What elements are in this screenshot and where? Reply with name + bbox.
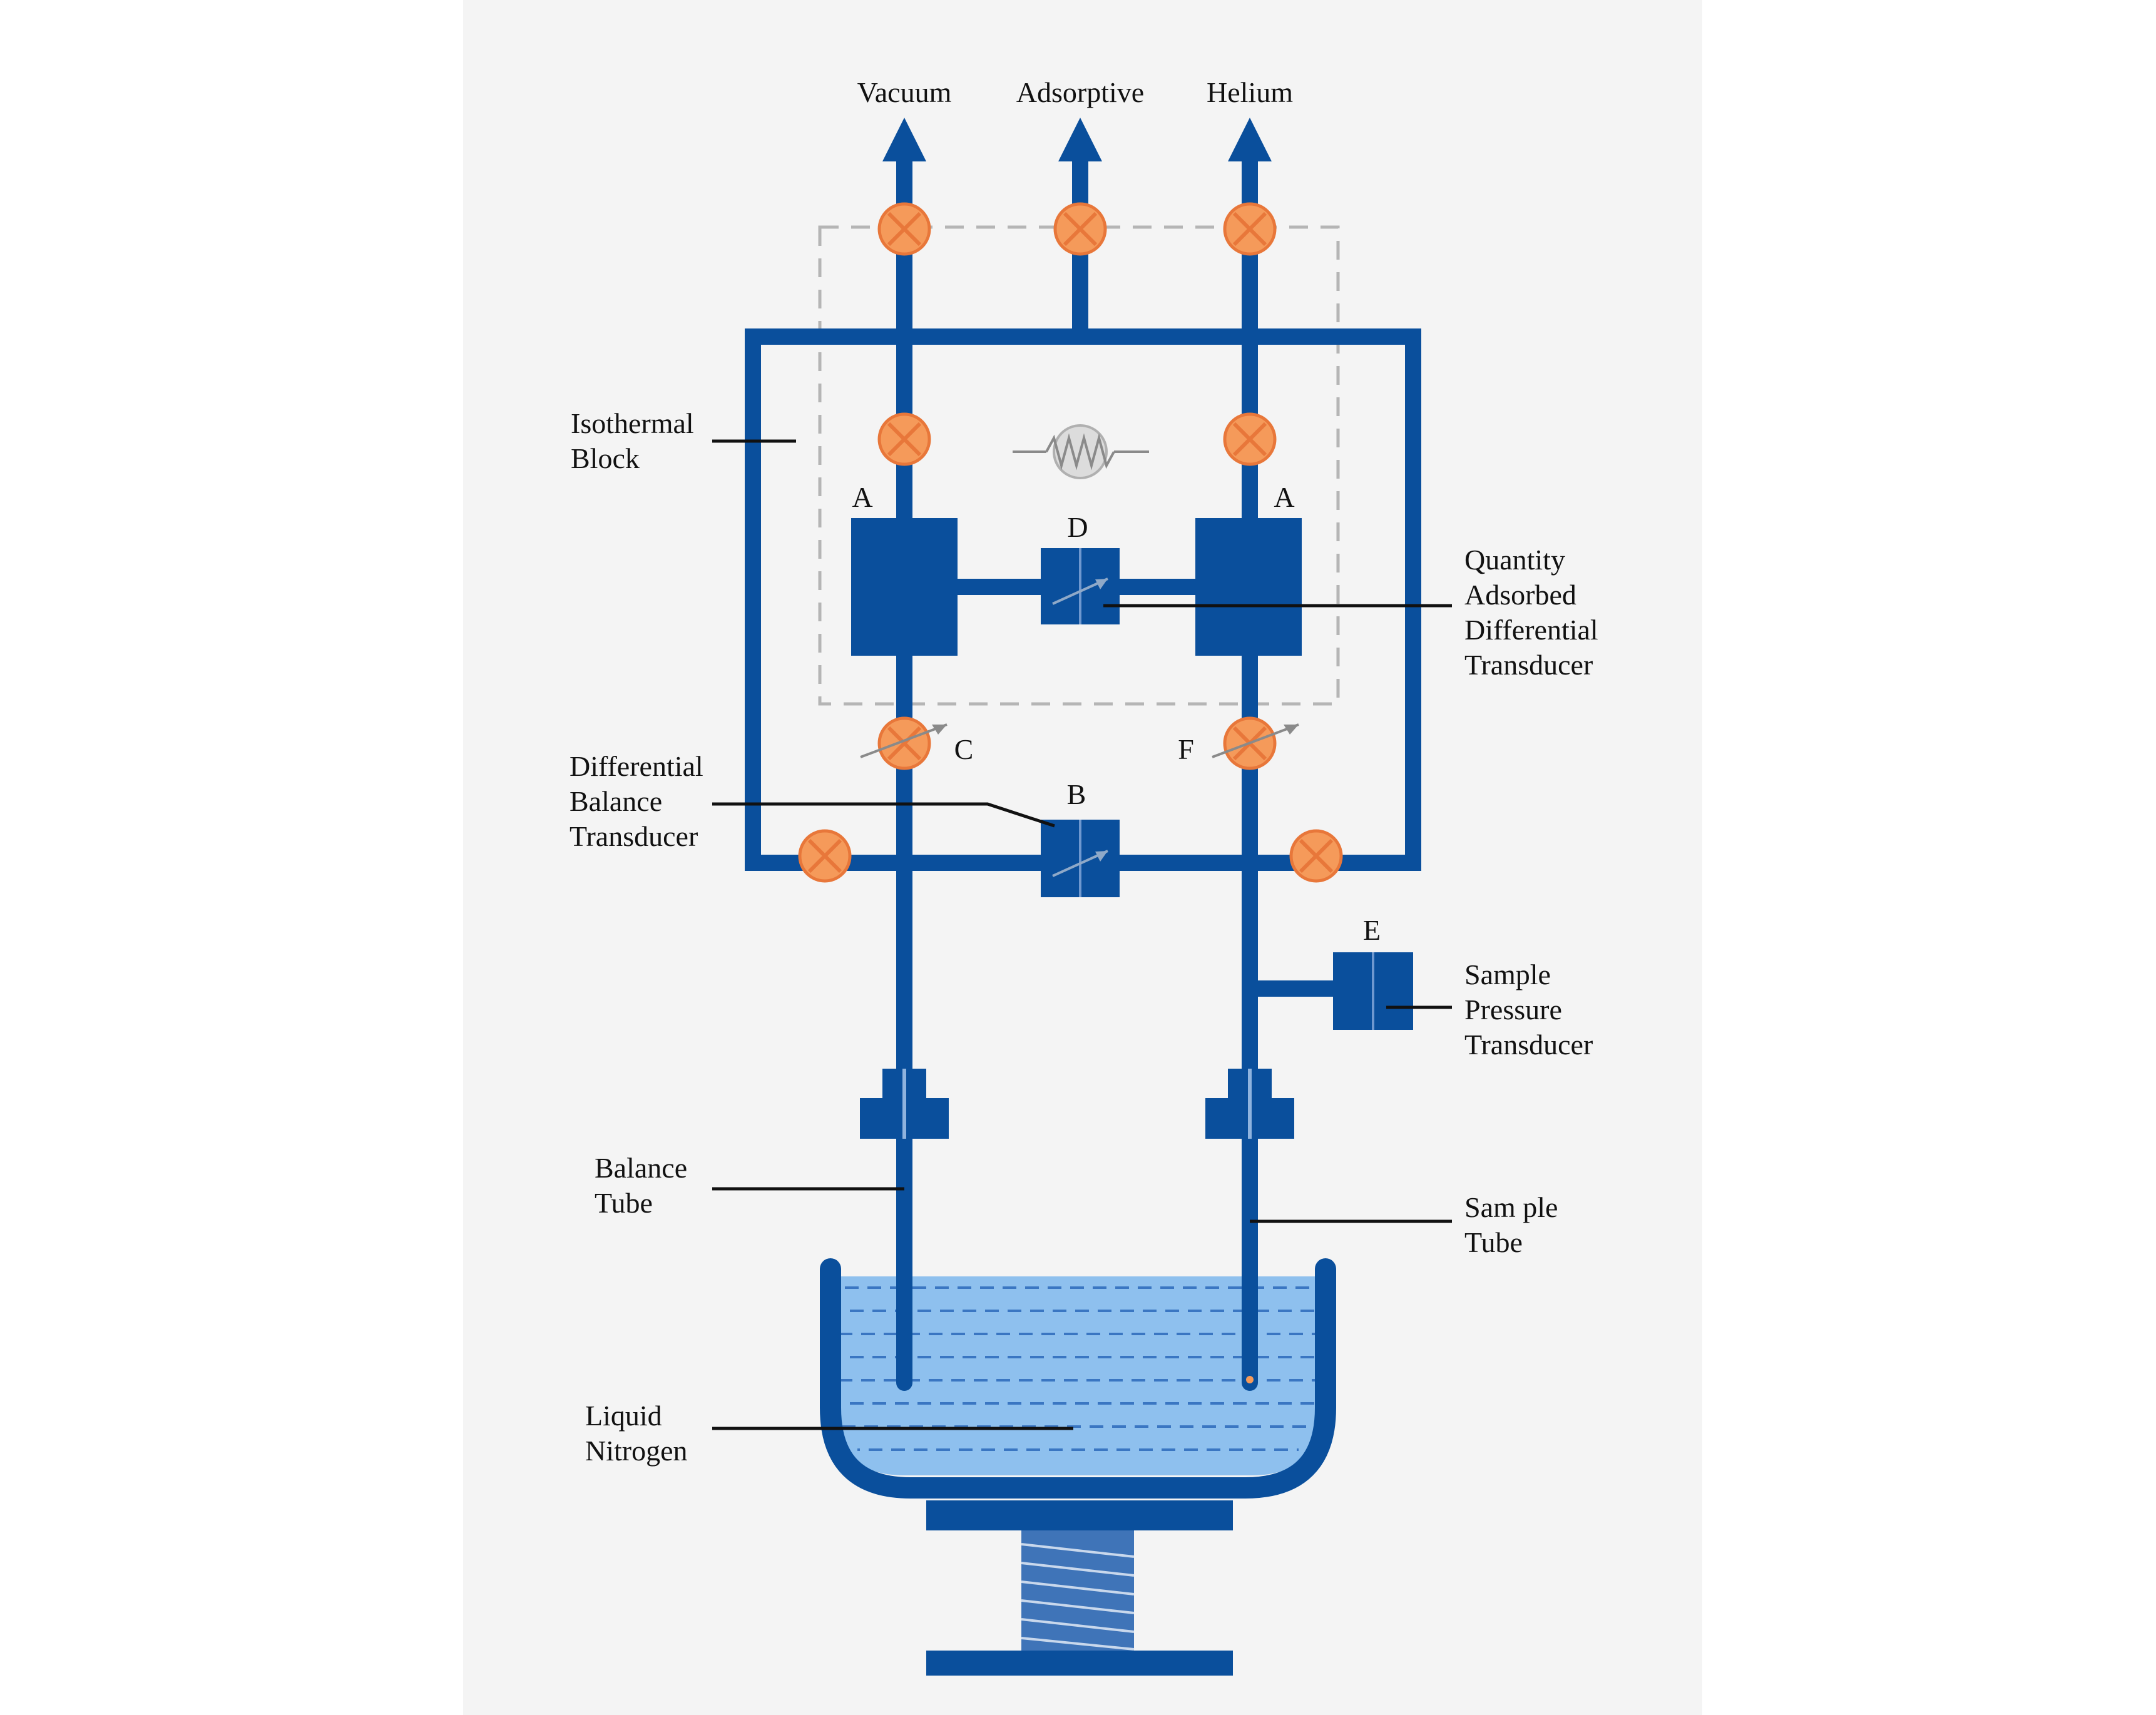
sample-tube-line-2: Tube [1464,1226,1523,1258]
valves [798,202,1343,883]
liquid-dashes [839,1286,1317,1451]
isothermal-block-line-1: Isothermal [571,407,694,439]
differential-balance-line-2: Balance [570,785,662,817]
balance-tube-line-1: Balance [595,1152,687,1184]
sample-pressure-label: Sample Pressure Transducer [1464,959,1593,1061]
heater-icon [1013,424,1149,479]
helium-label: Helium [1207,76,1293,108]
balance-tube-label: Balance Tube [595,1152,695,1219]
adjustable-valve-icon [1212,716,1299,770]
sample-pressure-line-3: Transducer [1464,1029,1593,1061]
lab-jack-stand [926,1500,1233,1676]
left-reservoir-letter: A [852,481,872,513]
valve-icon [1289,829,1343,883]
right-metering-valve-letter: F [1178,733,1194,765]
pressure-transducer-letter: E [1363,914,1381,946]
valve-icon [1223,202,1277,256]
valve-icon [1053,202,1107,256]
valve-icon [877,202,931,256]
balance-transducer-leader [712,802,1055,828]
pressure-transducer-icon [1333,952,1413,1030]
liquid-nitrogen-line-1: Liquid [585,1400,662,1432]
adsorptive-arrow-icon [1058,118,1102,161]
left-metering-valve-letter: C [954,733,974,765]
outlet-arrows [882,118,1272,161]
sample-marker [1246,1376,1254,1383]
quantity-adsorbed-line-4: Transducer [1464,649,1593,681]
vacuum-arrow-icon [882,118,926,161]
sample-tube-label: Sam ple Tube [1464,1191,1565,1258]
sample-pressure-line-2: Pressure [1464,994,1562,1025]
liquid-nitrogen-label: Liquid Nitrogen [585,1400,688,1467]
quantity-adsorbed-line-2: Adsorbed [1464,579,1576,611]
adsorptive-label: Adsorptive [1016,76,1144,108]
right-reservoir-block [1195,518,1302,656]
valve-icon [1223,412,1277,466]
quantity-adsorbed-label: Quantity Adsorbed Differential Transduce… [1464,544,1605,681]
helium-arrow-icon [1228,118,1272,161]
sample-tube-fitting [1205,1069,1294,1139]
isothermal-block-line-2: Block [571,442,640,474]
balance-tube-fitting [860,1069,949,1139]
valve-icon [798,829,852,883]
quantity-transducer-icon [1041,548,1120,624]
differential-balance-label: Differential Balance Transducer [570,750,710,852]
adjustable-valve-icon [860,716,948,770]
quantity-adsorbed-line-1: Quantity [1464,544,1565,576]
tube-ends [896,1262,1258,1391]
liquid-nitrogen-line-2: Nitrogen [585,1435,688,1467]
balance-transducer-icon [1041,820,1120,897]
quantity-transducer-letter: D [1067,511,1088,543]
sample-tube-line-1: Sam ple [1464,1191,1558,1223]
quantity-adsorbed-line-3: Differential [1464,614,1598,646]
vacuum-label: Vacuum [857,76,952,108]
right-reservoir-letter: A [1274,481,1294,513]
balance-tube-line-2: Tube [595,1187,653,1219]
differential-balance-line-1: Differential [570,750,703,782]
differential-balance-line-3: Transducer [570,820,698,852]
valve-icon [877,412,931,466]
left-reservoir-block [851,518,958,656]
leader-lines [712,439,1452,1430]
sample-pressure-line-1: Sample [1464,959,1551,990]
dewar-vessel [820,1258,1336,1499]
isothermal-block-label: Isothermal Block [571,407,701,474]
balance-transducer-letter: B [1067,778,1086,810]
